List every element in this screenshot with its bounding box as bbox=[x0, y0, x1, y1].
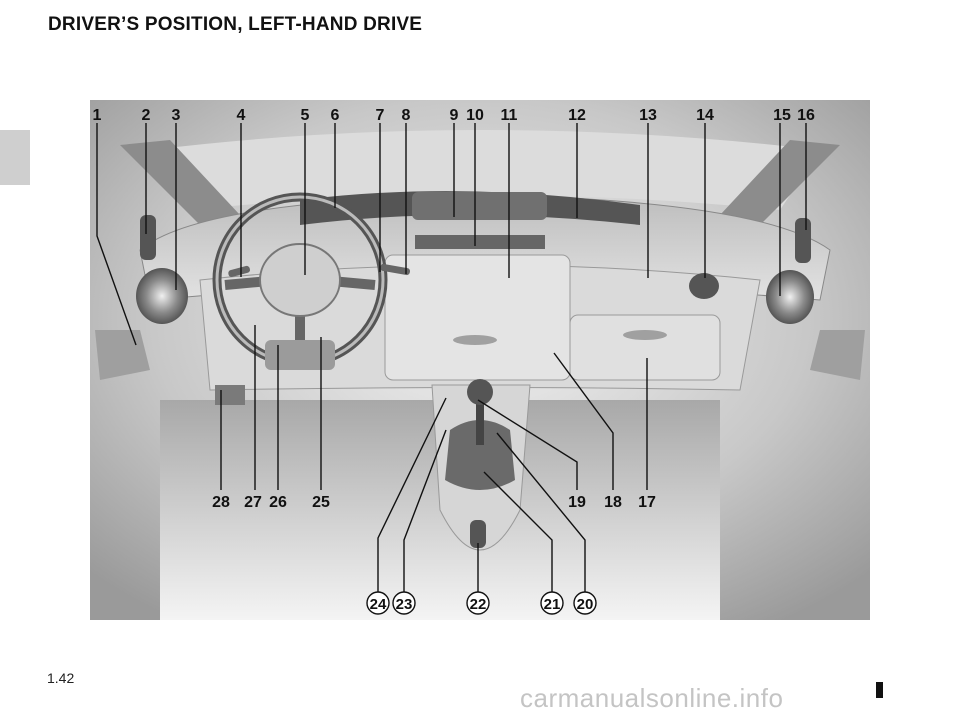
callout-4: 4 bbox=[237, 107, 246, 124]
callout-6: 6 bbox=[331, 107, 340, 124]
callout-14: 14 bbox=[696, 107, 714, 124]
callout-15: 15 bbox=[773, 107, 791, 124]
callout-11: 11 bbox=[501, 107, 518, 124]
section-tab bbox=[0, 130, 30, 185]
callout-3: 3 bbox=[172, 107, 181, 124]
page-corner-mark bbox=[876, 682, 883, 698]
callout-9: 9 bbox=[450, 107, 459, 124]
callout-19: 19 bbox=[568, 494, 586, 511]
callout-24: 24 bbox=[370, 596, 387, 613]
page-number: 1.42 bbox=[47, 670, 75, 686]
callout-13: 13 bbox=[639, 107, 657, 124]
dashboard-illustration: 1 2 3 4 5 6 7 8 9 10 11 12 13 14 15 16 2… bbox=[90, 100, 870, 620]
callout-26: 26 bbox=[269, 494, 287, 511]
callout-8: 8 bbox=[402, 107, 411, 124]
callout-12: 12 bbox=[568, 107, 586, 124]
page-title: DRIVER’S POSITION, LEFT-HAND DRIVE bbox=[48, 14, 423, 35]
callout-27: 27 bbox=[244, 494, 262, 511]
callout-5: 5 bbox=[301, 107, 310, 124]
callout-28: 28 bbox=[212, 494, 230, 511]
callout-2: 2 bbox=[142, 107, 151, 124]
circled-callouts: 24 23 22 21 20 bbox=[366, 591, 597, 615]
leader-lines bbox=[96, 123, 807, 592]
callout-1: 1 bbox=[93, 107, 102, 124]
callout-20: 20 bbox=[577, 596, 594, 613]
watermark: carmanualsonline.info bbox=[520, 683, 784, 713]
callout-10: 10 bbox=[466, 107, 484, 124]
callout-21: 21 bbox=[544, 596, 561, 613]
callout-16: 16 bbox=[797, 107, 815, 124]
callout-23: 23 bbox=[396, 596, 413, 613]
callout-18: 18 bbox=[604, 494, 622, 511]
callout-7: 7 bbox=[376, 107, 385, 124]
callout-17: 17 bbox=[638, 494, 656, 511]
callout-22: 22 bbox=[470, 596, 487, 613]
callout-25: 25 bbox=[312, 494, 330, 511]
